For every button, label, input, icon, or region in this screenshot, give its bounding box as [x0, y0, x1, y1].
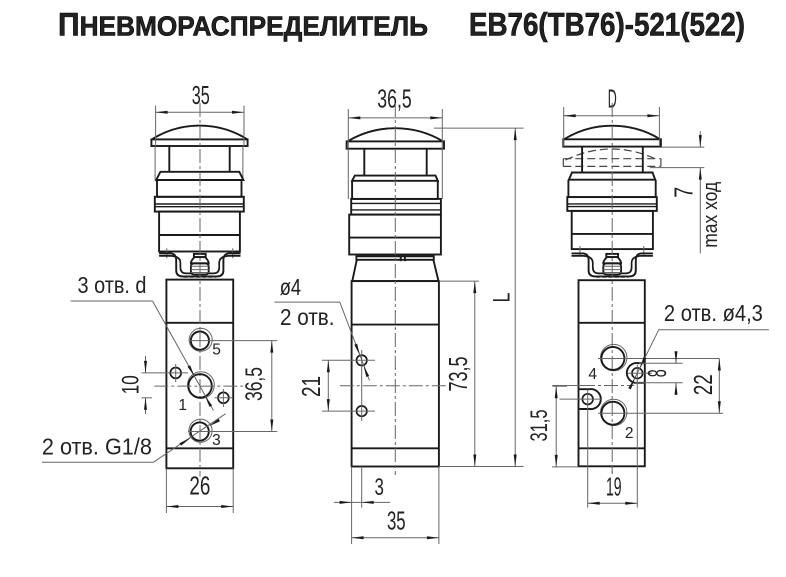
svg-text:36,5: 36,5	[241, 367, 268, 401]
svg-text:3: 3	[212, 432, 221, 449]
svg-text:35: 35	[387, 506, 406, 536]
svg-text:21: 21	[296, 376, 326, 397]
svg-text:2 отв. G1/8: 2 отв. G1/8	[42, 434, 152, 460]
svg-text:max ход: max ход	[700, 182, 722, 248]
svg-text:ЕВ76(ТВ76)-521(522): ЕВ76(ТВ76)-521(522)	[469, 7, 745, 43]
svg-text:5: 5	[212, 341, 221, 358]
svg-text:7: 7	[669, 187, 699, 198]
svg-text:2 отв.: 2 отв.	[280, 304, 335, 330]
svg-text:22: 22	[688, 374, 718, 395]
svg-text:26: 26	[189, 471, 210, 501]
svg-text:3: 3	[375, 474, 384, 501]
svg-text:2 отв. ø4,3: 2 отв. ø4,3	[664, 300, 763, 326]
svg-text:10: 10	[118, 375, 145, 394]
svg-text:L: L	[489, 293, 516, 303]
svg-text:31,5: 31,5	[526, 410, 553, 442]
svg-text:2: 2	[625, 425, 634, 442]
svg-text:ø4: ø4	[280, 274, 302, 300]
svg-text:35: 35	[192, 80, 210, 110]
svg-text:8: 8	[642, 369, 672, 377]
svg-text:1: 1	[178, 397, 187, 414]
svg-text:36,5: 36,5	[377, 84, 411, 114]
svg-text:73,5: 73,5	[443, 357, 473, 392]
svg-text:19: 19	[606, 472, 622, 502]
svg-text:3 отв. d: 3 отв. d	[78, 272, 147, 298]
svg-text:ПНЕВМОРАСПРЕДЕЛИТЕЛЬ: ПНЕВМОРАСПРЕДЕЛИТЕЛЬ	[58, 7, 428, 43]
svg-text:4: 4	[588, 366, 597, 383]
svg-text:D: D	[608, 83, 617, 113]
